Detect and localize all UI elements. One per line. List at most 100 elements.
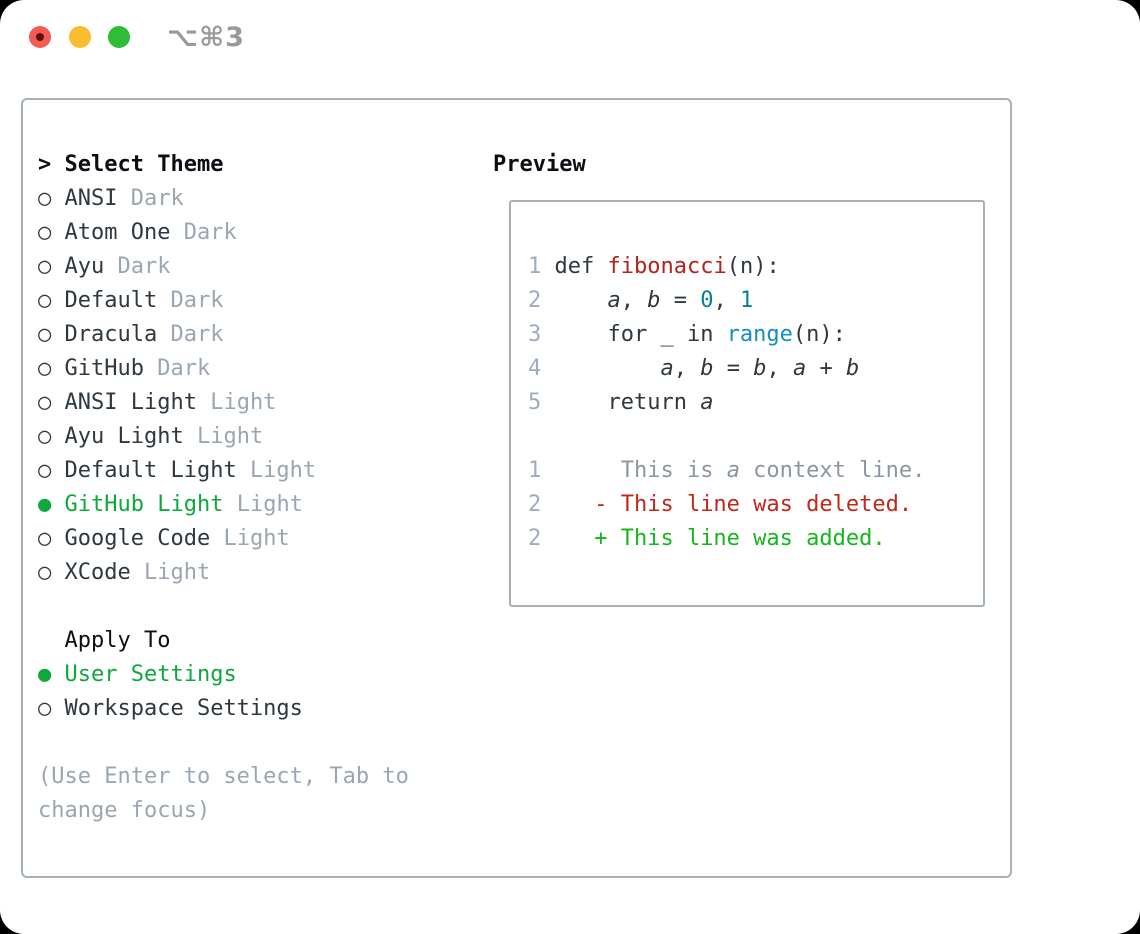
code-segment: fibonacci xyxy=(607,254,727,279)
theme-name: Dracula xyxy=(64,322,158,347)
theme-name: Default Light xyxy=(64,458,237,483)
theme-variant: Dark xyxy=(170,288,224,313)
code-segment: b xyxy=(700,356,714,381)
code-segment: a xyxy=(700,390,714,415)
apply-to-option[interactable]: ○ Workspace Settings xyxy=(38,692,316,726)
line-number: 3 xyxy=(528,322,542,347)
theme-option[interactable]: ○ GitHub Dark xyxy=(38,352,316,386)
theme-name: ANSI Light xyxy=(64,390,197,415)
line-number: 2 xyxy=(528,492,542,517)
code-line: 1 def fibonacci(n): xyxy=(528,250,925,284)
code-segment: = xyxy=(660,288,701,313)
theme-variant: Light xyxy=(210,390,277,415)
code-segment xyxy=(541,356,660,381)
code-line: 2 a, b = 0, 1 xyxy=(528,284,925,318)
code-line: 2 + This line was added. xyxy=(528,522,925,556)
code-segment: This is xyxy=(541,458,727,483)
code-segment: context line. xyxy=(739,458,926,483)
radio-selected-icon: ● xyxy=(38,492,52,517)
code-segment: range xyxy=(726,322,793,347)
code-segment: for _ in xyxy=(541,322,727,347)
theme-variant: Dark xyxy=(157,356,211,381)
radio-unselected-icon: ○ xyxy=(38,424,52,449)
theme-option[interactable]: ○ ANSI Dark xyxy=(38,182,316,216)
theme-option[interactable]: ○ Dracula Dark xyxy=(38,318,316,352)
theme-option[interactable]: ○ ANSI Light Light xyxy=(38,386,316,420)
theme-name: GitHub Light xyxy=(64,492,224,517)
theme-list: > Select Theme ○ ANSI Dark○ Atom One Dar… xyxy=(38,148,316,726)
code-segment: return xyxy=(541,390,701,415)
code-segment xyxy=(541,288,607,313)
theme-variant: Dark xyxy=(183,220,237,245)
theme-name: Google Code xyxy=(64,526,211,551)
theme-option[interactable]: ○ Ayu Light Light xyxy=(38,420,316,454)
spacer-row xyxy=(38,590,316,624)
code-line: 1 This is a context line. xyxy=(528,454,925,488)
radio-unselected-icon: ○ xyxy=(38,254,52,279)
code-segment: (n): xyxy=(726,254,780,279)
radio-unselected-icon: ○ xyxy=(38,390,52,415)
apply-to-option[interactable]: ● User Settings xyxy=(38,658,316,692)
theme-variant: Light xyxy=(143,560,211,585)
minimize-button[interactable] xyxy=(69,26,91,48)
code-segment: a xyxy=(660,356,674,381)
theme-variant: Light xyxy=(196,424,264,449)
code-segment: , xyxy=(620,288,648,313)
theme-option[interactable]: ○ Atom One Dark xyxy=(38,216,316,250)
line-number: 4 xyxy=(528,356,542,381)
theme-option[interactable]: ○ Google Code Light xyxy=(38,522,316,556)
radio-unselected-icon: ○ xyxy=(38,220,52,245)
theme-option[interactable]: ● GitHub Light Light xyxy=(38,488,316,522)
theme-name: Ayu Light xyxy=(64,424,184,449)
cursor-icon: > xyxy=(38,152,52,177)
close-button-dot xyxy=(36,33,44,41)
preview-title: Preview xyxy=(493,152,586,177)
radio-unselected-icon: ○ xyxy=(38,356,52,381)
apply-to-title: Apply To xyxy=(64,628,171,653)
code-line: 2 - This line was deleted. xyxy=(528,488,925,522)
code-segment: b xyxy=(647,288,661,313)
theme-variant: Light xyxy=(249,458,317,483)
code-segment: + This line was added. xyxy=(541,526,886,551)
theme-variant: Light xyxy=(223,526,290,551)
code-segment: - This line was deleted. xyxy=(541,492,913,517)
apply-to-option-label: Workspace Settings xyxy=(64,696,303,721)
code-segment: , xyxy=(673,356,701,381)
code-segment: , xyxy=(766,356,793,381)
theme-option[interactable]: ○ Ayu Dark xyxy=(38,250,316,284)
code-segment: b xyxy=(845,356,860,381)
line-number: 2 xyxy=(528,526,542,551)
code-line: 3 for _ in range(n): xyxy=(528,318,925,352)
theme-name: ANSI xyxy=(64,186,118,211)
radio-unselected-icon: ○ xyxy=(38,526,52,551)
radio-unselected-icon: ○ xyxy=(38,322,52,347)
line-number: 1 xyxy=(528,458,542,483)
code-segment: a xyxy=(607,288,621,313)
line-number: 2 xyxy=(528,288,542,313)
radio-unselected-icon: ○ xyxy=(38,186,52,211)
line-number: 1 xyxy=(528,254,542,279)
radio-unselected-icon: ○ xyxy=(38,288,52,313)
zoom-button[interactable] xyxy=(108,26,130,48)
help-text: (Use Enter to select, Tab to change focu… xyxy=(38,764,409,823)
theme-option[interactable]: ○ XCode Light xyxy=(38,556,316,590)
code-line: 4 a, b = b, a + b xyxy=(528,352,925,386)
code-line xyxy=(528,420,925,454)
theme-variant: Dark xyxy=(130,186,184,211)
close-button[interactable] xyxy=(29,26,51,48)
code-segment: , xyxy=(713,288,740,313)
code-segment: 1 xyxy=(739,288,754,313)
theme-option[interactable]: ○ Default Dark xyxy=(38,284,316,318)
theme-name: Atom One xyxy=(64,220,171,245)
code-segment: a xyxy=(792,356,807,381)
line-number: 5 xyxy=(528,390,542,415)
radio-unselected-icon: ○ xyxy=(38,560,52,585)
radio-unselected-icon: ○ xyxy=(38,458,52,483)
code-segment: a xyxy=(726,458,740,483)
theme-option[interactable]: ○ Default Light Light xyxy=(38,454,316,488)
code-segment: def xyxy=(541,254,608,279)
apply-to-header: Apply To xyxy=(38,624,316,658)
